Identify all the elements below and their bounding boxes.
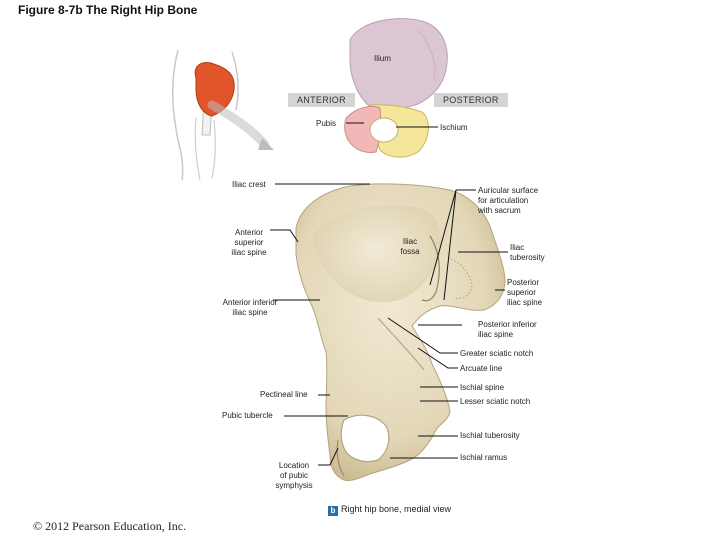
label-pubic-tubercle: Pubic tubercle (222, 411, 273, 420)
label-iliac-tuberosity: Iliac tuberosity (510, 243, 545, 262)
label-ischium: Ischium (440, 123, 468, 132)
caption-text: Right hip bone, medial view (341, 504, 452, 514)
label-anterior-superior-iliac-spine: Anterior superior iliac spine (231, 228, 267, 257)
label-ischial-spine: Ischial spine (460, 383, 505, 392)
arrow-icon (258, 138, 274, 150)
label-auricular-surface: Auricular surface for articulation with … (478, 186, 539, 215)
label-lesser-sciatic-notch: Lesser sciatic notch (460, 397, 531, 406)
label-ilium: Ilium (374, 54, 391, 63)
label-location-of-pubic-symphysis: Location of pubic symphysis (275, 461, 313, 490)
label-posterior-superior-iliac-spine: Posterior superior iliac spine (507, 278, 543, 307)
label-iliac-crest: Iliac crest (232, 180, 266, 189)
copyright-notice: © 2012 Pearson Education, Inc. (33, 519, 187, 533)
label-posterior-inferior-iliac-spine: Posterior inferior iliac spine (478, 320, 537, 339)
body-outline-inset (172, 49, 274, 181)
label-ischial-ramus: Ischial ramus (460, 453, 508, 462)
figure-title: Figure 8-7b The Right Hip Bone (18, 3, 198, 17)
label-pectineal-line: Pectineal line (260, 390, 308, 399)
hip-bone-main (295, 183, 506, 481)
label-greater-sciatic-notch: Greater sciatic notch (460, 349, 534, 358)
tag-anterior: ANTERIOR (288, 93, 355, 107)
label-arcuate-line: Arcuate line (460, 364, 503, 373)
caption-badge: b (328, 506, 338, 516)
label-ischial-tuberosity: Ischial tuberosity (460, 431, 520, 440)
label-anterior-inferior-iliac-spine: Anterior inferior iliac spine (222, 298, 278, 317)
hip-highlight-shape (194, 62, 235, 117)
label-iliac-fossa: Iliac fossa (400, 237, 420, 256)
tag-posterior: POSTERIOR (434, 93, 508, 107)
label-pubis: Pubis (316, 119, 337, 128)
hip-bone-inset (344, 18, 448, 158)
obturator-foramen (340, 414, 390, 463)
leader-lines (270, 122, 508, 466)
iliac-fossa-area (312, 205, 442, 303)
